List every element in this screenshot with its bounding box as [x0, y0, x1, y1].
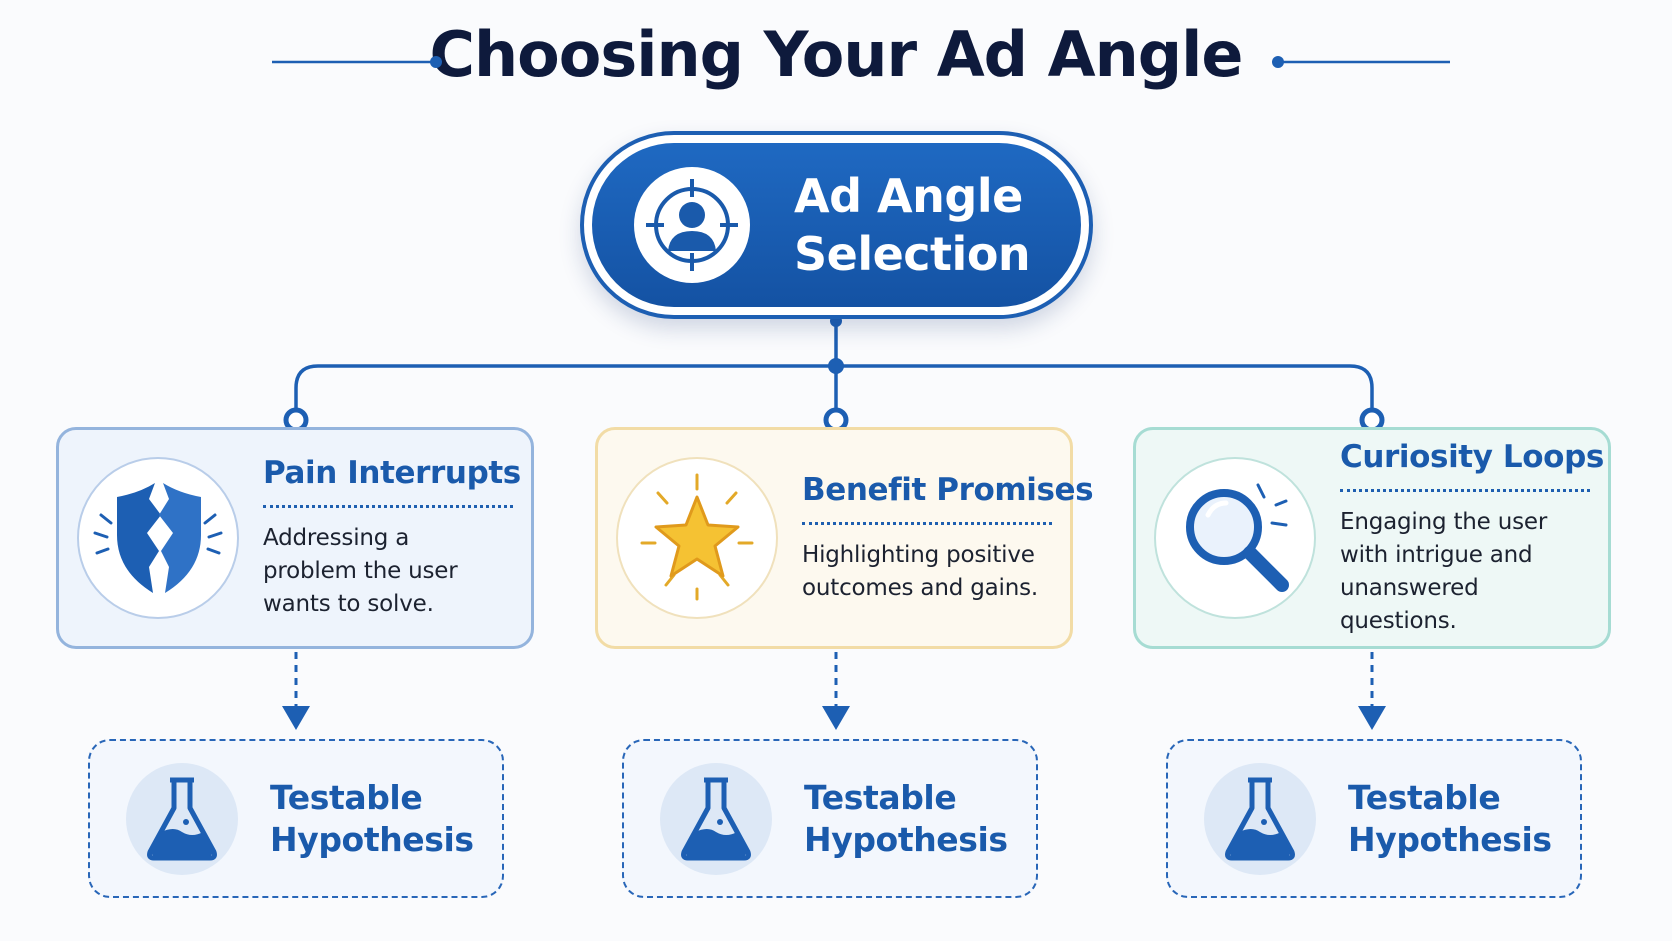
category-description: Highlighting positive outcomes and gains…	[802, 541, 1038, 601]
hypothesis-box-benefit: Testable Hypothesis	[622, 739, 1038, 898]
hypothesis-box-curiosity: Testable Hypothesis	[1166, 739, 1582, 898]
hypothesis-box-pain: Testable Hypothesis	[88, 739, 504, 898]
hypothesis-label: Testable Hypothesis	[1348, 777, 1552, 859]
category-card-pain-interrupts: Pain Interrupts Addressing a problem the…	[56, 427, 534, 649]
target-person-icon	[634, 167, 750, 283]
flask-icon	[126, 762, 238, 875]
category-title: Benefit Promises	[802, 472, 1094, 525]
star-icon	[616, 457, 778, 619]
category-card-curiosity-loops: Curiosity Loops Engaging the user with i…	[1133, 427, 1611, 649]
page-title: Choosing Your Ad Angle	[429, 18, 1244, 91]
title-dot-left	[430, 56, 442, 68]
hypothesis-label: Testable Hypothesis	[270, 777, 474, 859]
category-title: Pain Interrupts	[263, 455, 521, 508]
broken-shield-icon	[77, 457, 239, 619]
hypothesis-label: Testable Hypothesis	[804, 777, 1008, 859]
flask-icon	[1204, 762, 1316, 875]
flask-icon	[660, 762, 772, 875]
category-description: Engaging the user with intrigue and unan…	[1340, 508, 1548, 634]
root-label: Ad Angle Selection	[794, 169, 1031, 281]
category-title: Curiosity Loops	[1340, 439, 1604, 492]
arrow-pain	[282, 706, 310, 730]
title-dot-right	[1272, 56, 1284, 68]
root-node: Ad Angle Selection	[580, 131, 1093, 319]
category-description: Addressing a problem the user wants to s…	[263, 525, 458, 617]
arrow-benefit	[822, 706, 850, 730]
arrow-curiosity	[1358, 706, 1386, 730]
magnifying-glass-icon	[1154, 457, 1316, 619]
category-card-benefit-promises: Benefit Promises Highlighting positive o…	[595, 427, 1094, 649]
